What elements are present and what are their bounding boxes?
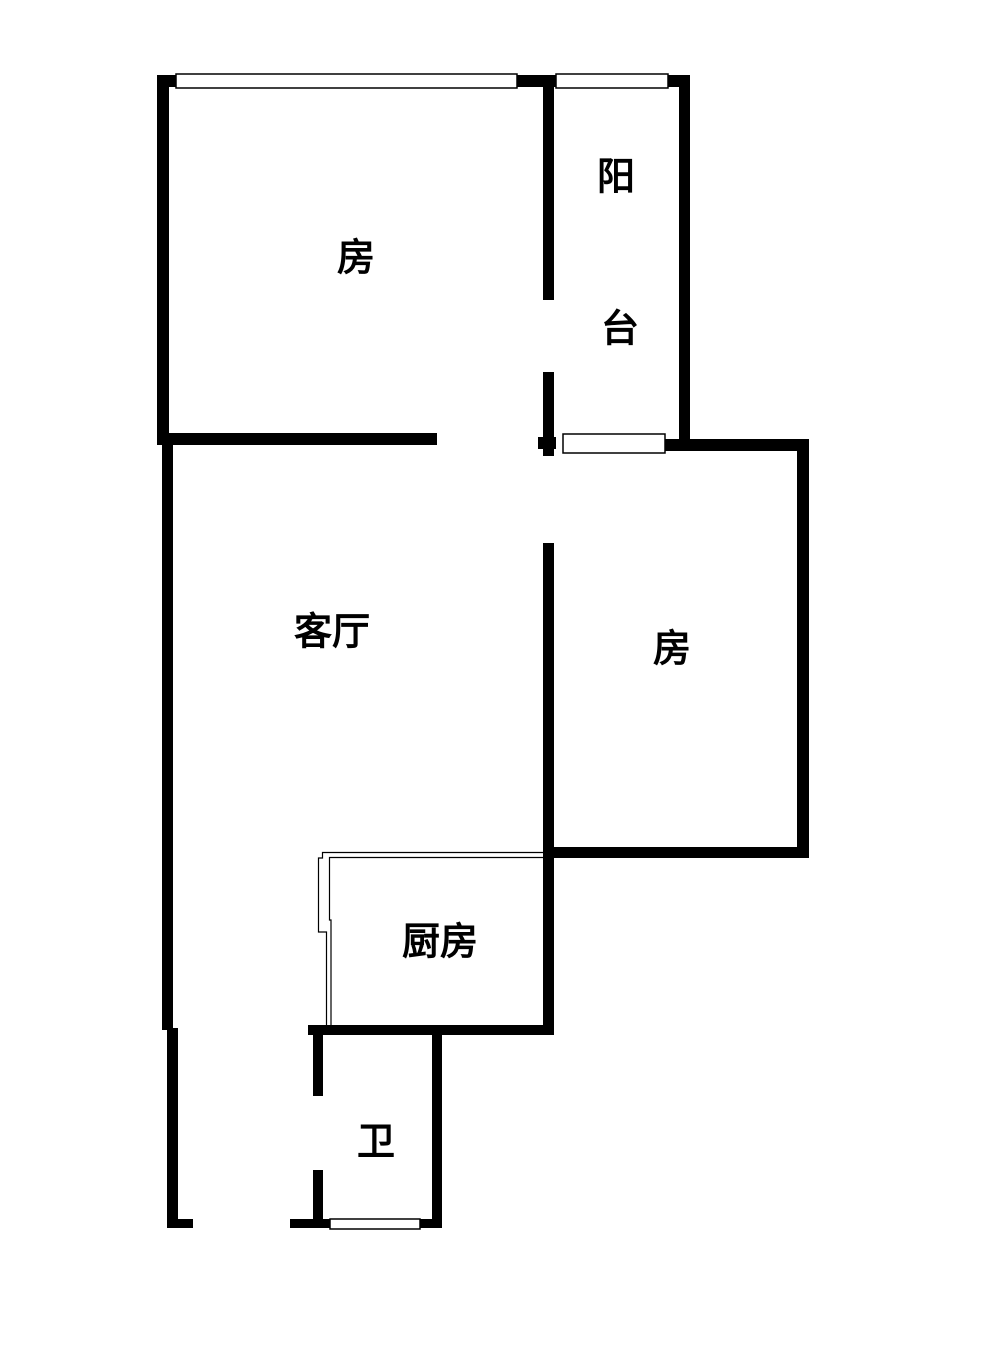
bedroom2-top-wall [660,439,809,451]
windows [175,73,669,1230]
bedroom-bottom-wall [157,433,437,445]
room-label-balcony-top: 阳 [596,154,636,199]
window-bathroom [329,1218,421,1230]
kitchen-bottom-wall [308,1025,554,1035]
bedroom2-left-wall [543,543,554,1033]
bath-left-wall-upper [313,1030,323,1096]
bedroom-left-wall [157,75,169,445]
window-balcony-top [555,73,669,89]
entry-stub-left [167,1219,193,1228]
room-label-bedroom-2: 房 [652,626,692,671]
balcony-partition-upper [543,80,554,300]
living-left-wall [162,440,173,1030]
walls [157,75,809,1228]
room-label-living-room: 客厅 [293,609,371,654]
bath-left-wall-lower [313,1170,323,1228]
window-bedroom1 [175,73,518,89]
balcony-right-wall [679,75,690,447]
room-label-bedroom-1: 房 [336,235,376,280]
room-label-bathroom: 卫 [356,1119,396,1164]
bath-right-wall [432,1030,442,1228]
room-label-kitchen: 厨房 [401,919,479,964]
kitchen-top-line-inner [328,856,545,1025]
balcony-partition-lower [543,372,554,456]
partition-cross [538,437,556,449]
room-label-balcony-bottom: 台 [600,306,640,351]
kitchen-top-line-outer [317,851,545,1025]
bedroom2-right-wall [797,439,809,858]
kitchen-thin-walls [317,851,545,1025]
living-left-wall-lower [167,1028,178,1228]
window-balcony-bottom [562,433,666,454]
bedroom2-bottom-wall [543,847,809,858]
